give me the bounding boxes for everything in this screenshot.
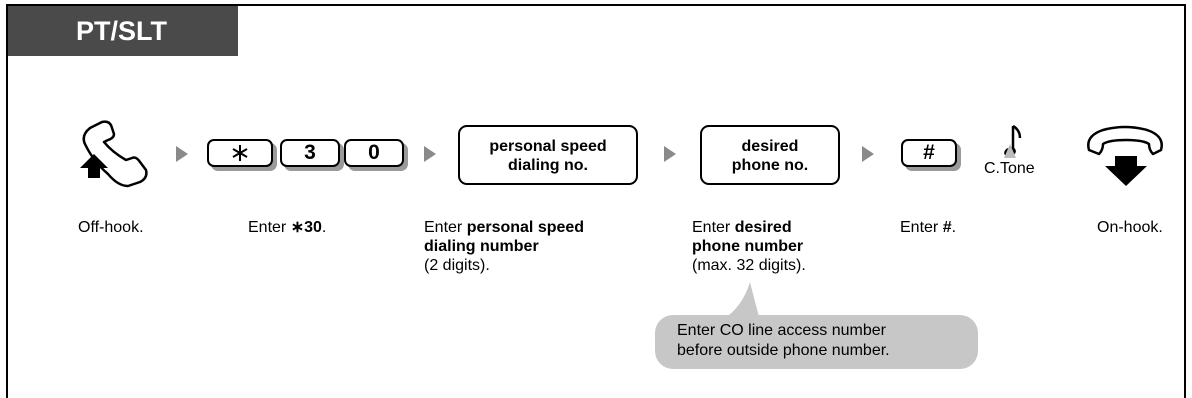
music-note-icon (1004, 124, 1022, 158)
hash-caption: Enter #. (900, 219, 957, 236)
asterisk-key-icon (232, 145, 248, 161)
handset-lift-icon (80, 120, 148, 188)
phone-number-box-line2: phone no. (731, 157, 809, 174)
step-arrow (664, 146, 676, 162)
star-key (207, 139, 273, 167)
step-arrow (176, 146, 188, 162)
phone-number-caption: Enter desired phone number (max. 32 digi… (692, 219, 806, 274)
feature-code-caption: Enter ∗30. (248, 219, 327, 236)
speed-dial-box-line1: personal speed (489, 138, 607, 155)
note-bubble-pointer (722, 282, 760, 320)
co-line-note: Enter CO line access number before outsi… (655, 315, 978, 369)
digit-key-0: 0 (344, 139, 404, 167)
frame-border-top (6, 4, 1186, 6)
section-tab: PT/SLT (8, 6, 238, 56)
frame-border-left (6, 4, 8, 398)
speed-dial-caption: Enter personal speed dialing number (2 d… (424, 219, 585, 274)
step-arrow (862, 146, 874, 162)
hash-key: # (901, 139, 957, 167)
onhook-caption: On-hook. (1097, 219, 1163, 236)
speed-dial-box-line2: dialing no. (508, 157, 588, 174)
frame-border-right (1184, 4, 1186, 398)
step-arrow (424, 146, 436, 162)
phone-number-box: desired phone no. (700, 125, 840, 185)
speed-dial-box: personal speed dialing no. (458, 125, 638, 185)
confirm-tone-label: C.Tone (984, 160, 1035, 177)
handset-hangup-icon (1087, 125, 1163, 186)
offhook-caption: Off-hook. (78, 219, 144, 236)
digit-key-3: 3 (280, 139, 340, 167)
phone-number-box-line1: desired (741, 138, 799, 155)
